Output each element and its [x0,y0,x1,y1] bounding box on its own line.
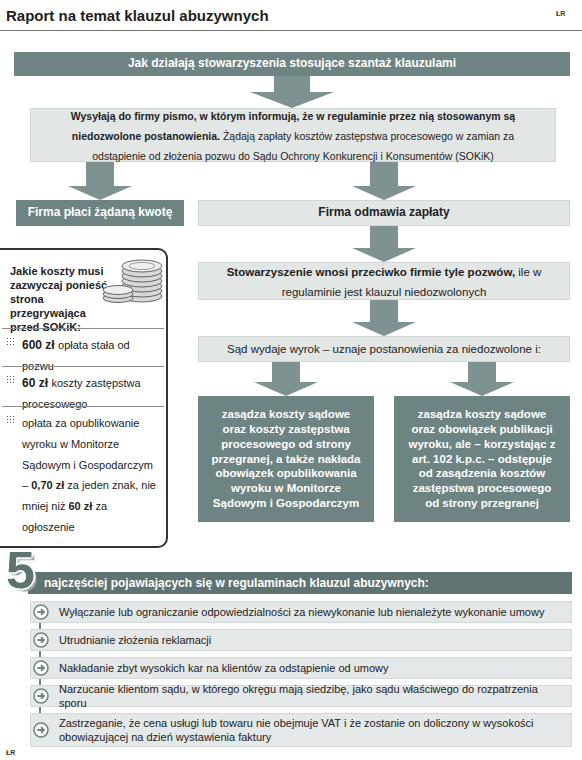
credit-label: ŁR [556,10,565,17]
block-arrow [68,162,132,200]
header-band: Jak działają stowarzyszenia stosujące sz… [14,52,570,76]
cost-item: 60 złkoszty zastępstwa procesowego [2,366,164,402]
process-box: Wysyłają do firmy pismo, w którym inform… [30,108,556,162]
node-text: Jak działają stowarzyszenia stosujące sz… [128,56,456,71]
coins-illustration [103,260,162,303]
node-text: 60 zł [68,500,92,512]
process-box: Sąd wydaje wyrok – uznaje postanowienia … [198,336,570,362]
text-wrap: 600 złopłata stała od pozwu [22,334,160,376]
outcome-box: Firma płaci żądaną kwotę [16,200,184,226]
bullet-icon [6,337,15,346]
arrow-icon [33,604,49,620]
bullet-icon [6,375,15,384]
block-arrow [450,362,514,396]
block-arrow [250,76,334,108]
node-text: Firma odmawia zapłaty [318,205,449,220]
block-arrow [352,300,416,336]
node-text: Stowarzyszenie wnosi przeciwko firmie ty… [227,266,515,278]
arrow-icon [33,660,49,676]
arrow-icon [33,604,49,620]
verdict-box: zasądza koszty sądowe oraz koszty zastęp… [198,396,374,522]
text-wrap: Firma płaci żądaną kwotę [28,205,173,220]
node-text: zasądza koszty sądowe oraz obowiązek pub… [406,407,558,510]
list-item: Wyłączanie lub ograniczanie odpowiedzial… [30,601,572,623]
node-text: Nakładanie zbyt wysokich kar na klientów… [59,661,389,675]
arrow-icon [33,688,49,704]
text-wrap: 60 złkoszty zastępstwa procesowego [22,372,160,414]
node-text: 60 zł [22,376,48,390]
list-item: Nakładanie zbyt wysokich kar na klientów… [30,657,572,679]
text-wrap: Sąd wydaje wyrok – uznaje postanowienia … [227,342,541,357]
text-wrap: Wysyłają do firmy pismo, w którym inform… [53,105,533,165]
node-text: Utrudnianie złożenia reklamacji [59,633,211,647]
node-text: zasądza koszty sądowe oraz koszty zastęp… [210,407,362,510]
list-item: Zastrzeganie, że cena usługi lub towaru … [30,713,572,747]
arrow-icon [33,632,49,648]
text-wrap: zasądza koszty sądowe oraz obowiązek pub… [406,407,558,510]
list-item: Narzucanie klientom sądu, w którego okrę… [30,685,572,707]
text-wrap: Firma odmawia zapłaty [318,205,449,220]
title: Raport na temat klauzul abuzywnych [6,7,269,24]
node-text: Zastrzeganie, że cena usługi lub towaru … [59,716,563,744]
text-wrap: Stowarzyszenie wnosi przeciwko firmie ty… [219,261,549,301]
outcome-box: Firma odmawia zapłaty [198,200,570,226]
node-text: 0,70 zł [31,479,64,491]
node-text: najczęściej pojawiających się w regulami… [44,576,429,591]
verdict-box: zasądza koszty sądowe oraz obowiązek pub… [394,396,570,522]
arrow-icon [33,632,49,648]
process-box: Stowarzyszenie wnosi przeciwko firmie ty… [198,262,570,300]
arrow-icon [33,660,49,676]
cost-item: opłata za opublikowanie wyroku w Monitor… [2,406,164,532]
arrow-icon [33,722,49,738]
block-arrow [352,226,416,262]
block-arrow [254,362,318,396]
node-text: Wyłączanie lub ograniczanie odpowiedzial… [59,605,544,619]
list-header: 5najczęściej pojawiających się w regulam… [4,552,572,598]
list-item: Utrudnianie złożenia reklamacji [30,629,572,651]
node-text: Jakie koszty musi zazwyczaj ponieść stro… [10,264,114,334]
text-wrap: zasądza koszty sądowe oraz koszty zastęp… [210,407,362,510]
credit-label: ŁR [6,749,15,756]
title-rule [0,30,582,31]
arrow-icon [33,722,49,738]
node-text: Narzucanie klientom sądu, w którego okrę… [59,682,563,710]
node-text: Sąd wydaje wyrok – uznaje postanowienia … [227,342,541,357]
text-wrap: Jak działają stowarzyszenia stosujące sz… [128,56,456,71]
node-text: Firma płaci żądaną kwotę [28,205,173,220]
text-wrap: opłata za opublikowanie wyroku w Monitor… [22,412,160,537]
node-text: 600 zł [22,338,55,352]
bullet-icon [6,415,15,424]
node-text: 5 [6,544,35,596]
block-arrow [352,162,416,200]
cost-item: 600 złopłata stała od pozwu [2,328,164,362]
arrow-icon [33,688,49,704]
